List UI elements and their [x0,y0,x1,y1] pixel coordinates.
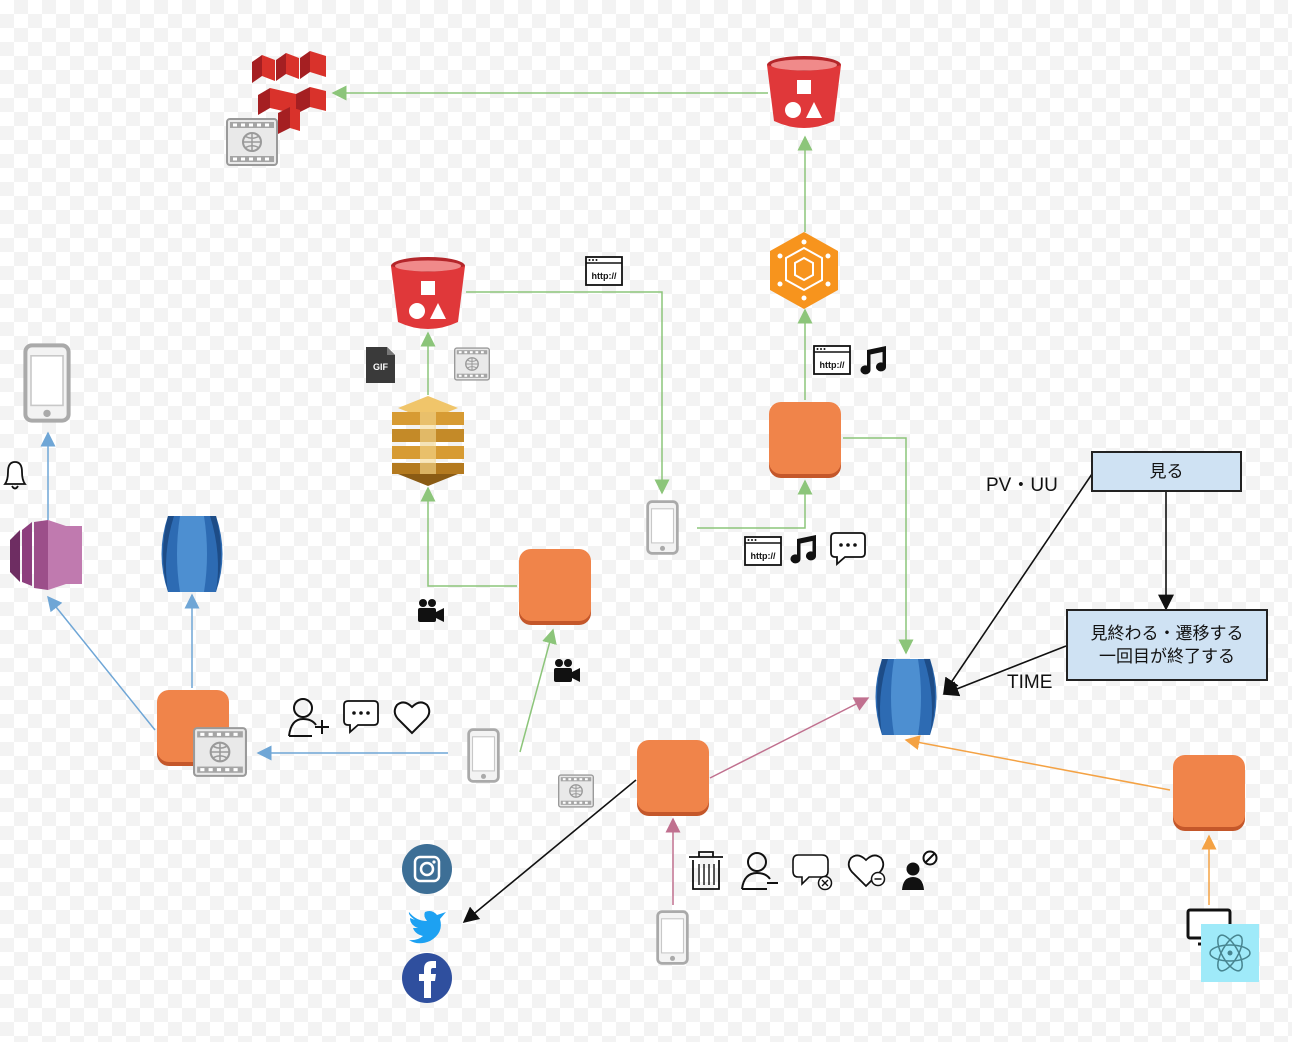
edge-lambda-to-kinesis [47,595,156,731]
edge-lambda-to-rds [843,437,914,655]
url-label: http:// [820,360,845,370]
facebook-icon [402,953,452,1003]
lambda-icon [769,402,841,478]
url-icon: http:// [813,345,851,375]
video-file-icon [193,727,247,777]
iot-core-icon [770,232,838,309]
trash-icon [689,851,723,890]
lambda-icon [519,549,591,625]
s3-bucket-icon [391,257,465,329]
miowaru-label-line2: 一回目が終了する [1099,647,1235,666]
video-camera-icon [554,659,580,682]
mobile-device-icon [656,910,689,965]
video-file-icon [454,347,490,381]
url-label: http:// [592,271,617,281]
music-note-icon [790,535,816,564]
edge-lambda-to-social [462,779,637,924]
miru-label: 見る [1149,462,1184,481]
edge-phone-to-lambda [697,479,813,529]
video-camera-icon [418,599,444,622]
s3-bucket-icon [767,56,841,128]
add-user-icon [288,698,329,737]
instagram-icon [402,844,452,894]
miowaru-box: 見終わる・遷移する 一回目が終了する [1066,609,1268,681]
miru-box: 見る [1091,451,1242,492]
url-icon: http:// [585,256,623,286]
comment-icon [830,532,866,565]
rds-icon [875,659,937,735]
edges [40,85,1217,924]
comment-icon [343,700,379,733]
remove-user-icon [741,852,778,890]
pv-uu-label: PV・UU [986,475,1058,496]
lambda-icon [637,740,709,816]
video-file-icon [558,774,594,808]
rds-icon [161,516,223,592]
block-user-icon [902,850,938,890]
kinesis-icon [10,520,82,590]
mobile-device-icon [467,728,500,783]
url-label: http:// [751,551,776,561]
twitter-icon [408,911,446,944]
comment-delete-icon [792,854,833,891]
elastic-transcoder-icon [392,396,464,486]
mobile-device-icon [25,345,68,420]
heart-remove-icon [847,854,886,888]
edge-miowaru-to-rds [942,645,1067,697]
music-note-icon [860,346,886,375]
edge-lambda-to-transcoder [420,486,517,587]
lambda-icon [1173,755,1245,831]
video-file-icon [226,118,278,166]
time-label: TIME [1007,672,1053,693]
edge-miru-to-rds [943,473,1093,695]
bell-icon [3,461,27,490]
mobile-device-icon [646,500,679,555]
gif-icon: GIF [366,347,395,383]
gif-label: GIF [373,362,389,372]
heart-icon [393,701,431,735]
url-icon: http:// [744,536,782,566]
edge-phone-to-lambda-upload [519,628,557,753]
edge-lambda-to-rds-orange [904,735,1171,791]
edge-lambda-to-rds-pink [709,697,870,779]
edge-s3-to-phone [466,291,670,495]
cloudfront-icon [252,51,326,134]
electron-icon [1201,924,1259,982]
miowaru-label-line1: 見終わる・遷移する [1090,624,1244,643]
